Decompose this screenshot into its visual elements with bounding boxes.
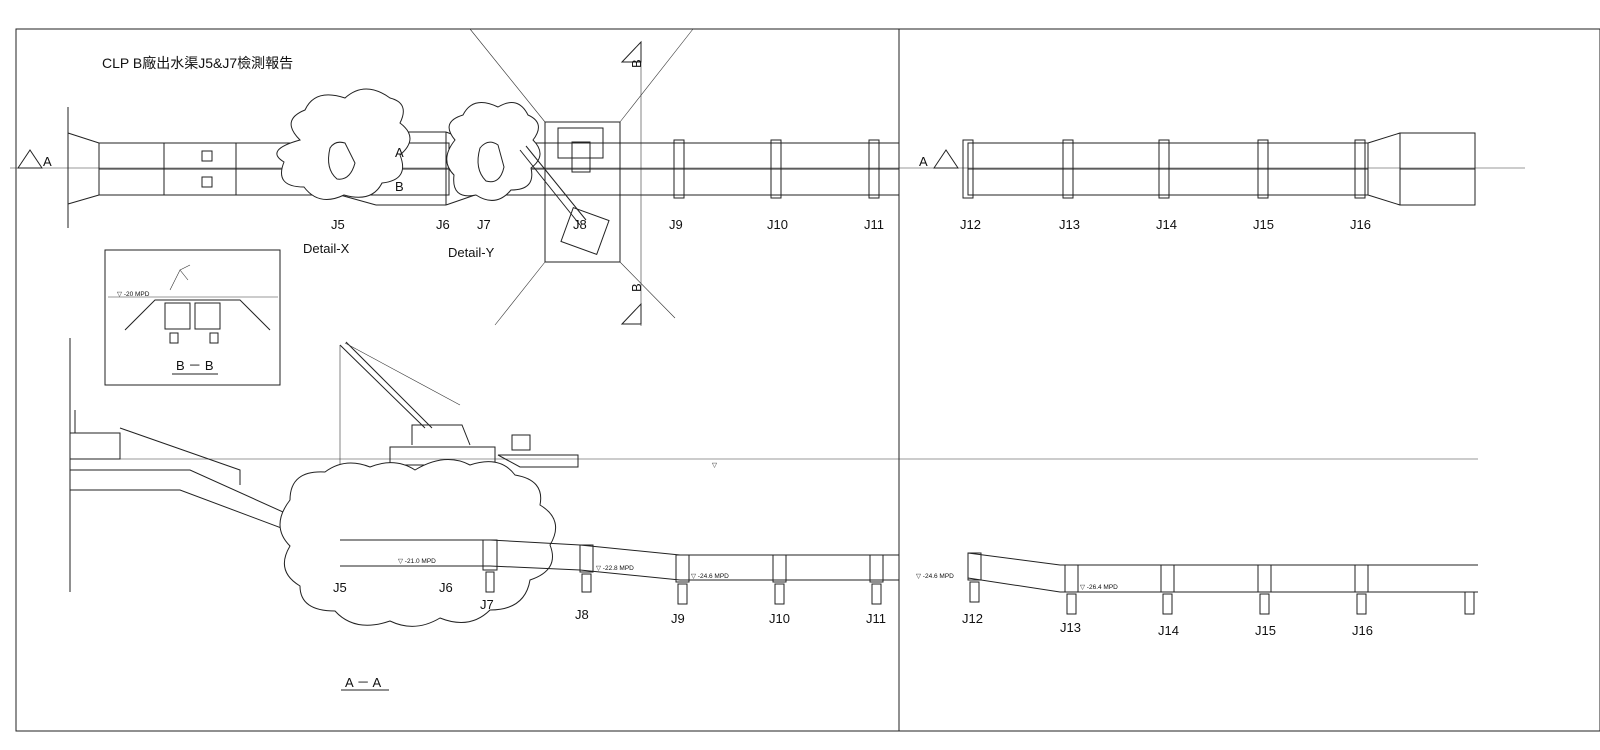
section-b-marker-top — [620, 40, 642, 63]
section-aa-view: ▽ — [69, 338, 1478, 691]
plan-joint-labels: J5 J6 J7 J8 J9 J10 J11 J12 J13 J14 J15 J… — [331, 217, 1371, 232]
plan-joint-j7: J7 — [477, 217, 491, 232]
section-joint-j7: J7 — [480, 597, 494, 612]
section-bb-caption: B － B — [176, 358, 214, 373]
plan-cell-b: B — [395, 179, 404, 194]
plan-joint-j6: J6 — [436, 217, 450, 232]
section-joint-j13: J13 — [1060, 620, 1081, 635]
section-joint-j14: J14 — [1158, 623, 1179, 638]
section-b-marker-bottom — [620, 302, 642, 325]
plan-joint-j8: J8 — [573, 217, 587, 232]
section-joint-j9: J9 — [671, 611, 685, 626]
plan-joint-j13: J13 — [1059, 217, 1080, 232]
section-level-3: ▽ -24.6 MPD — [691, 573, 729, 580]
plan-joint-j9: J9 — [669, 217, 683, 232]
detail-x-equipment — [328, 141, 356, 180]
section-joint-j15: J15 — [1255, 623, 1276, 638]
section-level-1: ▽ -21.0 MPD — [398, 558, 436, 565]
detail-y-cloud — [446, 102, 541, 201]
section-joint-j11: J11 — [866, 611, 886, 626]
section-piles-right — [967, 552, 1475, 615]
plan-joint-j12: J12 — [960, 217, 981, 232]
plan-joint-rings-right — [962, 139, 1366, 199]
water-level-symbol: ▽ — [712, 462, 717, 469]
detail-x-cloud — [276, 88, 411, 200]
plan-joint-j5: J5 — [331, 217, 345, 232]
section-level-2: ▽ -22.8 MPD — [596, 565, 634, 572]
plan-cell-a: A — [395, 145, 404, 160]
section-joint-j5: J5 — [333, 580, 347, 595]
plan-crane — [469, 28, 694, 326]
plan-joint-j15: J15 — [1253, 217, 1274, 232]
drawing-title: CLP B廠出水渠J5&J7檢測報告 — [102, 55, 293, 71]
section-joint-j8: J8 — [575, 607, 589, 622]
plan-joint-j11: J11 — [864, 217, 884, 232]
section-a-marker-right — [933, 149, 959, 169]
section-a-marker-left — [17, 149, 43, 169]
section-level-4: ▽ -24.6 MPD — [916, 573, 954, 580]
plan-view: A A — [10, 28, 1525, 326]
section-level-5: ▽ -26.4 MPD — [1080, 584, 1118, 591]
detail-x-label: Detail-X — [303, 241, 350, 256]
section-aa-caption: A － A — [345, 675, 381, 690]
plan-joint-j10: J10 — [767, 217, 788, 232]
plan-joint-rings-left — [673, 139, 880, 199]
section-joint-j6: J6 — [439, 580, 453, 595]
section-joint-j12: J12 — [962, 611, 983, 626]
section-piles-left — [482, 539, 884, 605]
section-b-label-bottom: B — [629, 283, 644, 292]
section-bb-level: ▽ -20 MPD — [117, 291, 150, 298]
section-a-label-right: A — [919, 154, 928, 169]
detail-y-equipment — [477, 141, 505, 183]
plan-joint-j14: J14 — [1156, 217, 1177, 232]
section-joint-j16: J16 — [1352, 623, 1373, 638]
section-b-label-top: B — [629, 59, 644, 68]
section-crane-barge — [339, 341, 579, 510]
section-joint-j10: J10 — [769, 611, 790, 626]
section-aa-cloud — [279, 459, 557, 627]
detail-y-label: Detail-Y — [448, 245, 495, 260]
section-a-label-left: A — [43, 154, 52, 169]
section-joint-labels: J5 J6 J7 J8 J9 J10 J11 J12 J13 J14 J15 J… — [333, 580, 1373, 638]
plan-joint-j16: J16 — [1350, 217, 1371, 232]
section-bb-inset: ▽ -20 MPD B － B — [104, 249, 281, 386]
